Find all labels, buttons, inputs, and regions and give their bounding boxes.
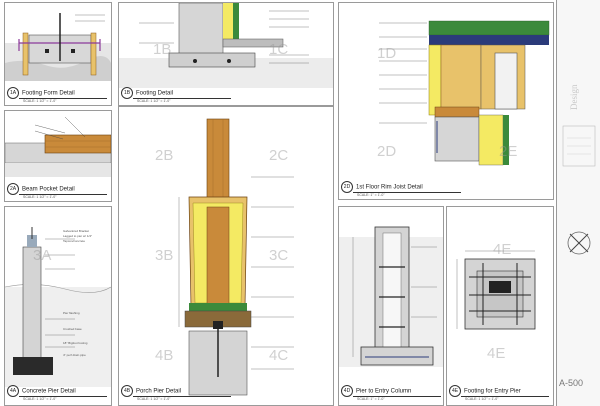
detail-scale: SCALE: 1" = 1'-0": [357, 193, 385, 197]
title-block: Design A-500: [556, 0, 600, 406]
ghost-label: 2C: [269, 147, 289, 164]
note-label: Crushed base: [63, 327, 82, 331]
ghost-label: 4B: [155, 347, 174, 364]
brand-watermark: Design: [569, 84, 579, 111]
detail-scale: SCALE: 1 1/2" = 1'-0": [23, 397, 57, 401]
north-arrow-icon: [567, 231, 591, 255]
ghost-label: 3C: [269, 247, 289, 264]
rim-joist-drawing: [379, 20, 550, 166]
detail-scale: SCALE: 1 1/2" = 1'-0": [137, 99, 171, 103]
note-label: Galvanized Bracket: [63, 229, 90, 233]
detail-number: 4A: [7, 385, 19, 397]
ghost-label: 4E: [493, 241, 512, 258]
detail-number: 4B: [121, 385, 133, 397]
ghost-label: 2D: [377, 143, 397, 160]
detail-title: 1st Floor Rim Joist Detail: [356, 184, 423, 191]
ghost-label: 1D: [377, 45, 397, 62]
detail-scale: SCALE: 1 1/2" = 1'-0": [23, 99, 57, 103]
detail-title: Footing Form Detail: [22, 90, 75, 97]
detail-number: 2D: [341, 181, 353, 193]
ghost-label: 2E: [499, 143, 518, 160]
note-label: 4" perf drain pipe: [63, 353, 86, 357]
detail-scale: SCALE: 1" = 1'-0": [357, 397, 385, 401]
detail-title: Pier to Entry Column: [356, 388, 412, 395]
ghost-label: 2B: [155, 147, 174, 164]
sheet-number: A-500: [559, 378, 584, 388]
panel-concrete-pier[interactable]: Galvanized Bracket Lagged to pier w/ 1/4…: [4, 206, 112, 406]
porch-pier-drawing: [178, 118, 294, 396]
detail-title: Footing Detail: [136, 90, 174, 97]
footing-form-drawing: [5, 13, 111, 81]
ghost-label: 1B: [153, 41, 172, 58]
note-label: Pier flashing: [63, 311, 80, 315]
detail-number: 1B: [121, 87, 133, 99]
note-label: Tapcon/concrete: [63, 239, 86, 243]
detail-number: 4E: [449, 385, 461, 397]
footing-entry-pier-drawing: [456, 250, 536, 330]
detail-scale: SCALE: 1 1/2" = 1'-0": [137, 397, 171, 401]
detail-scale: SCALE: 1 1/2" = 1'-0": [465, 397, 499, 401]
detail-number: 1A: [7, 87, 19, 99]
ghost-label: 3A: [33, 247, 52, 264]
footing-detail-drawing: [119, 3, 333, 88]
detail-title: Footing for Entry Pier: [464, 388, 521, 395]
concrete-pier-drawing: [5, 227, 111, 387]
detail-number: 2A: [7, 183, 19, 195]
detail-title: Porch Pier Detail: [136, 388, 182, 395]
detail-title: Concrete Pier Detail: [22, 388, 76, 395]
beam-pocket-drawing: [5, 116, 111, 177]
ghost-label: 3B: [155, 247, 174, 264]
pier-entry-column-drawing: [339, 226, 443, 367]
stamp-box: [562, 125, 596, 167]
note-label: 18" Bigfoot footing: [63, 341, 88, 345]
detail-number: 4D: [341, 385, 353, 397]
ghost-label: 1C: [269, 41, 289, 58]
detail-scale: SCALE: 1 1/2" = 1'-0": [23, 195, 57, 199]
detail-title: Beam Pocket Detail: [22, 186, 75, 193]
note-label: Lagged to pier w/ 1/4": [63, 234, 93, 238]
ghost-label: 4E: [487, 345, 506, 362]
ghost-label: 4C: [269, 347, 289, 364]
